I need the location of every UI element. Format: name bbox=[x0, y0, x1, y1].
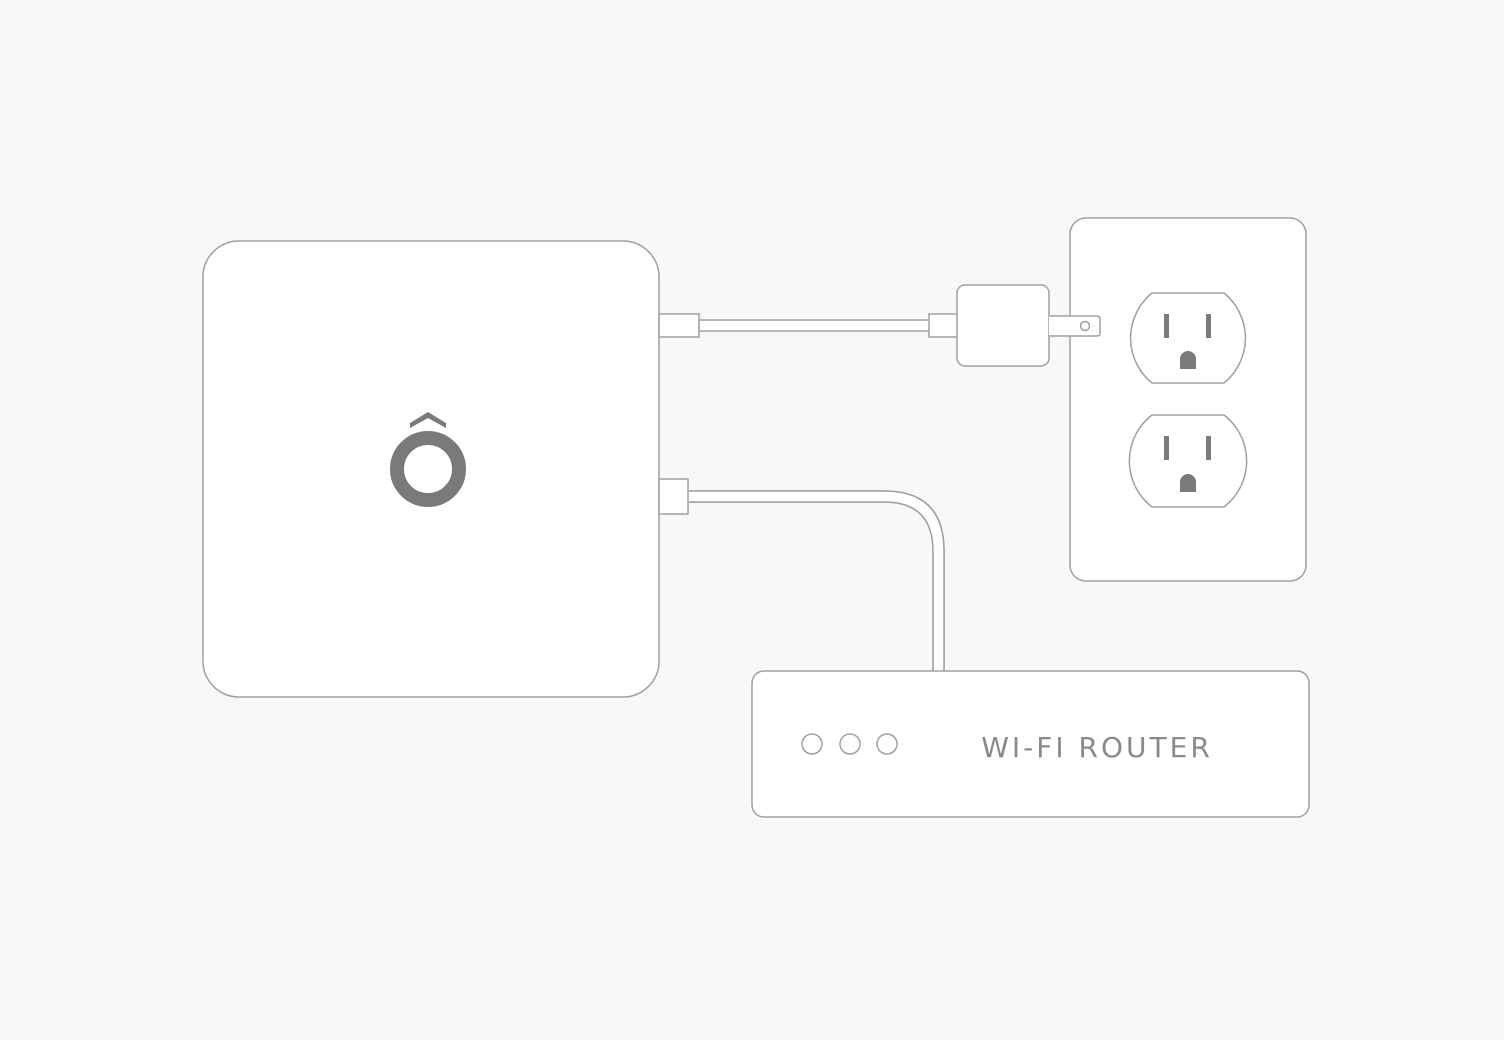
wall-outlet bbox=[1069, 217, 1307, 582]
router-status-light bbox=[876, 733, 898, 755]
outlet-receptacle-upper bbox=[1129, 292, 1247, 384]
ethernet-cable bbox=[689, 490, 945, 672]
router-status-light bbox=[839, 733, 861, 755]
hub-device bbox=[202, 240, 700, 698]
hub-ethernet-port bbox=[658, 478, 689, 515]
hub-power-port bbox=[658, 313, 700, 338]
power-cable bbox=[698, 319, 932, 332]
power-adapter bbox=[928, 284, 1101, 367]
wifi-router: WI-FI ROUTER bbox=[751, 670, 1310, 818]
router-label: WI-FI ROUTER bbox=[981, 731, 1213, 764]
outlet-receptacle-lower bbox=[1128, 414, 1248, 508]
hub-logo-icon bbox=[390, 412, 466, 507]
router-status-light bbox=[801, 733, 823, 755]
